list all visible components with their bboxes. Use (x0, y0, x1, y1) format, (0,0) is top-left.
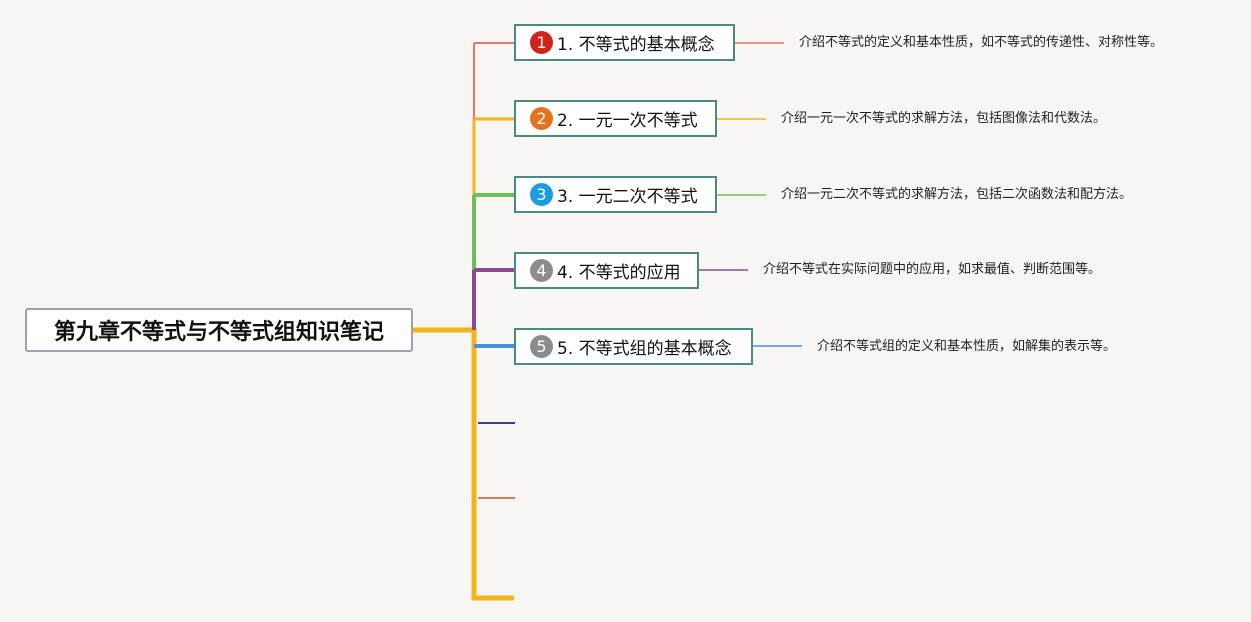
number-badge-icon: 3 (530, 183, 553, 206)
branch-description-5: 介绍不等式组的定义和基本性质，如解集的表示等。 (817, 339, 1117, 354)
number-badge-icon: 2 (530, 107, 553, 130)
root-topic-label: 第九章不等式与不等式组知识笔记 (53, 320, 384, 345)
branch-node-label: 1. 不等式的基本概念 (557, 35, 715, 55)
number-badge-icon: 4 (530, 259, 553, 282)
branch-node-4[interactable]: 4 4. 不等式的应用 (514, 252, 699, 289)
root-topic[interactable]: 第九章不等式与不等式组知识笔记 (25, 308, 413, 352)
branch-description-2: 介绍一元一次不等式的求解方法，包括图像法和代数法。 (781, 111, 1107, 126)
branch-node-5[interactable]: 5 5. 不等式组的基本概念 (514, 328, 753, 365)
branch-node-2[interactable]: 2 2. 一元一次不等式 (514, 100, 717, 137)
branch-node-3[interactable]: 3 3. 一元二次不等式 (514, 176, 717, 213)
trunk-line (413, 327, 514, 601)
branch-description-1: 介绍不等式的定义和基本性质，如不等式的传递性、对称性等。 (799, 35, 1164, 50)
branch-description-4: 介绍不等式在实际问题中的应用，如求最值、判断范围等。 (763, 262, 1102, 277)
branch-node-label: 2. 一元一次不等式 (557, 111, 698, 131)
branch-node-label: 5. 不等式组的基本概念 (557, 339, 732, 359)
branch-node-1[interactable]: 1 1. 不等式的基本概念 (514, 24, 735, 61)
branch-description-3: 介绍一元二次不等式的求解方法，包括二次函数法和配方法。 (781, 187, 1133, 202)
branch-node-label: 3. 一元二次不等式 (557, 187, 698, 207)
number-badge-icon: 5 (530, 335, 553, 358)
number-badge-icon: 1 (530, 31, 553, 54)
branch-node-label: 4. 不等式的应用 (557, 263, 681, 283)
